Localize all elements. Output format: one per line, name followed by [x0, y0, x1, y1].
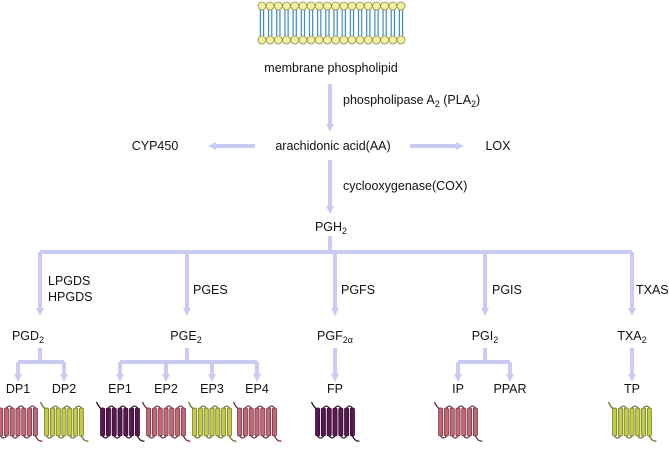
enzyme-pgis: PGIS: [492, 283, 522, 297]
receptor-ep1-gpcr-icon: [95, 401, 145, 442]
txa2-label: TXA2: [617, 329, 646, 345]
receptor-tp-gpcr-icon: [607, 401, 657, 442]
membrane-label: membrane phospholipid: [264, 61, 397, 75]
enzyme-txas: TXAS: [636, 283, 669, 297]
enzyme-lpgds: LPGDS: [48, 274, 90, 288]
membrane-bilayer-icon: [257, 1, 406, 45]
receptor-ep2-gpcr-icon: [141, 401, 191, 442]
pgf2a-label: PGF2α: [317, 329, 353, 345]
pla2-label: phospholipase A2 (PLA2): [343, 93, 480, 109]
receptor-dp1-label: DP1: [6, 382, 30, 396]
pgi2-label: PGI2: [472, 329, 499, 345]
pathway-arrows: [14, 84, 636, 382]
receptor-ep4-label: EP4: [245, 382, 269, 396]
receptor-ep3-label: EP3: [200, 382, 224, 396]
enzyme-hpgds: HPGDS: [48, 290, 92, 304]
pgd2-label: PGD2: [12, 329, 44, 345]
receptor-ip-gpcr-icon: [433, 401, 483, 442]
pgh2-label: PGH2: [315, 220, 347, 236]
aa-label: arachidonic acid(AA): [275, 139, 390, 153]
receptor-ep2-label: EP2: [154, 382, 178, 396]
pge2-label: PGE2: [170, 329, 201, 345]
receptor-fp-label: FP: [327, 382, 343, 396]
receptor-ip-label: IP: [452, 382, 464, 396]
receptor-dp2-gpcr-icon: [39, 401, 89, 442]
receptor-dp2-label: DP2: [52, 382, 76, 396]
receptor-ppar-label: PPAR: [493, 382, 526, 396]
enzyme-pgfs: PGFS: [341, 283, 375, 297]
lox-label: LOX: [485, 139, 511, 153]
receptor-ep4-gpcr-icon: [232, 401, 282, 442]
receptor-ep3-gpcr-icon: [187, 401, 237, 442]
cox-label: cyclooxygenase(COX): [343, 179, 467, 193]
receptor-icons: [0, 401, 657, 442]
receptor-tp-label: TP: [624, 382, 640, 396]
cyp450-label: CYP450: [132, 139, 179, 153]
receptor-fp-gpcr-icon: [310, 401, 360, 442]
receptor-dp1-gpcr-icon: [0, 405, 43, 442]
enzyme-pges: PGES: [193, 283, 228, 297]
receptor-ep1-label: EP1: [108, 382, 132, 396]
